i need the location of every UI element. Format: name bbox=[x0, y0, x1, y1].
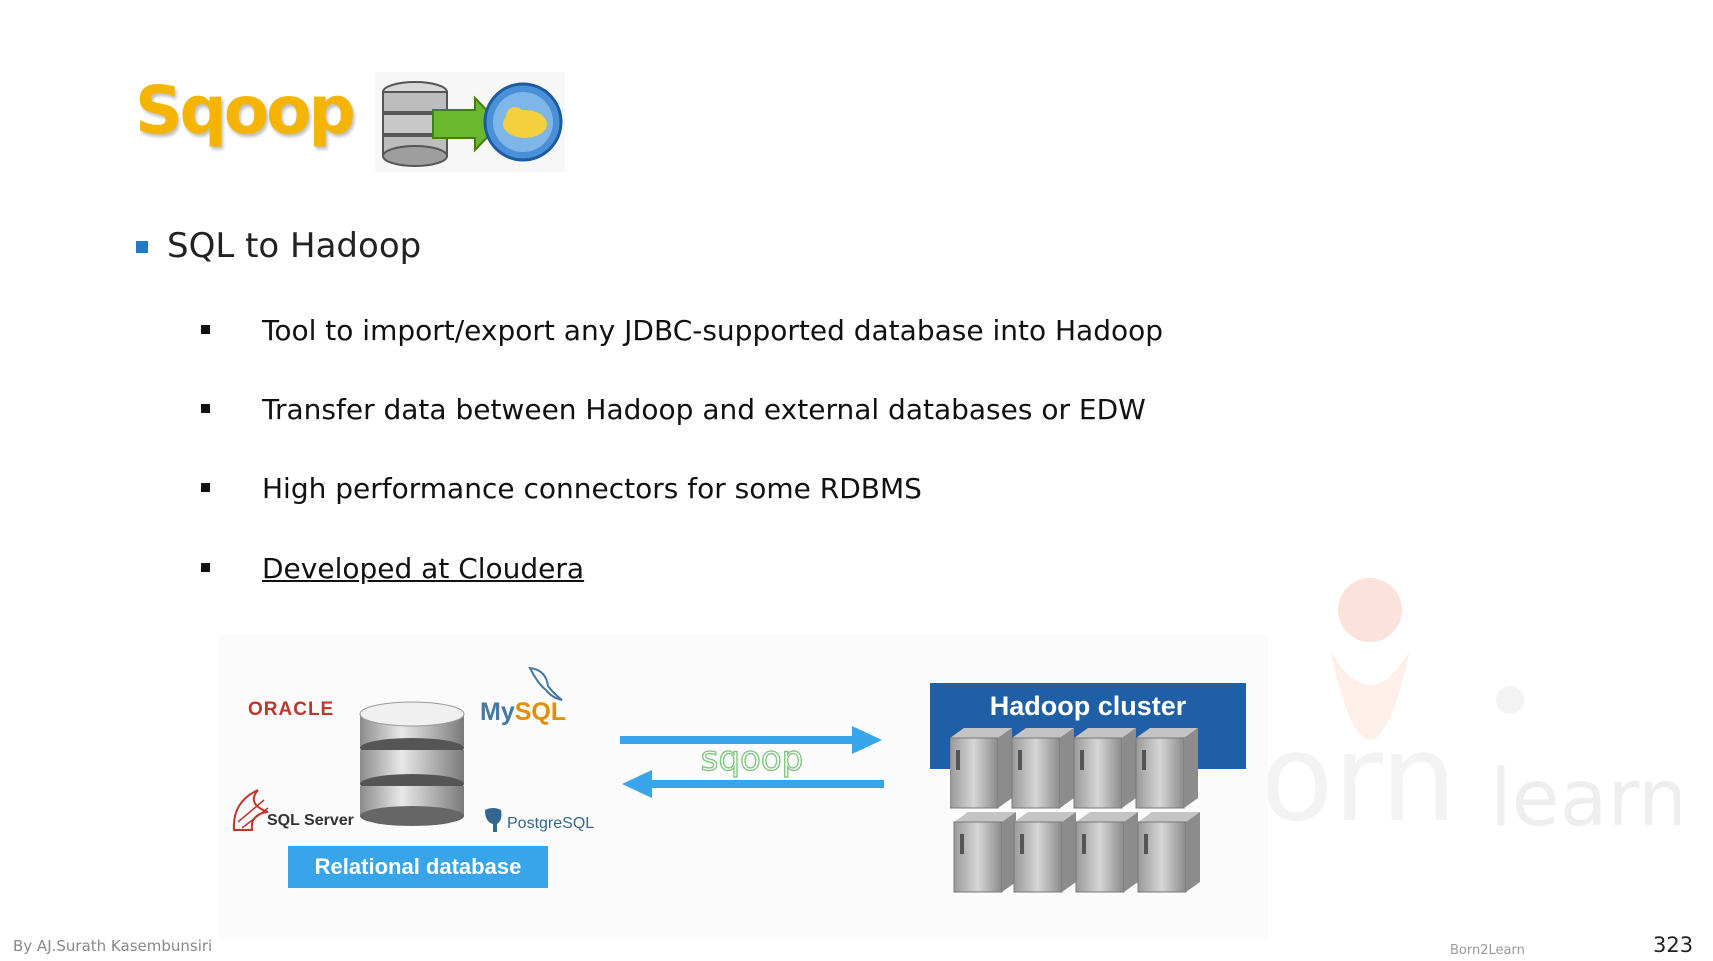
oracle-logo: ORACLE bbox=[248, 699, 335, 720]
database-to-hadoop-icon bbox=[375, 72, 565, 172]
sub-bullet-marker bbox=[201, 325, 210, 334]
mysql-logo-sql: SQL bbox=[514, 698, 567, 726]
postgresql-elephant-icon bbox=[485, 808, 502, 832]
footer-brand: Born2Learn bbox=[1450, 943, 1525, 958]
arrow-left-icon bbox=[622, 770, 652, 798]
watermark-text: learn bbox=[1490, 754, 1680, 844]
page-number: 323 bbox=[1653, 933, 1694, 957]
database-cylinder-icon bbox=[359, 701, 465, 826]
dolphin-icon bbox=[528, 666, 563, 701]
postgresql-logo: PostgreSQL bbox=[507, 815, 595, 832]
sub-bullet-marker bbox=[201, 563, 210, 572]
footer-author: By AJ.Surath Kasembunsiri bbox=[13, 937, 213, 955]
slide-title: Sqoop bbox=[135, 72, 356, 149]
svg-text:orn: orn bbox=[1260, 710, 1457, 849]
sub-bullet-text: High performance connectors for some RDB… bbox=[262, 472, 922, 505]
arrow-right-icon bbox=[852, 726, 882, 754]
mysql-logo-my: My bbox=[480, 698, 515, 726]
main-bullet-marker bbox=[136, 241, 148, 253]
sub-bullet-text: Transfer data between Hadoop and externa… bbox=[262, 393, 1146, 426]
relational-database-label: Relational database bbox=[288, 846, 548, 888]
cloudera-link[interactable]: Developed at Cloudera bbox=[262, 552, 585, 585]
main-bullet-text: SQL to Hadoop bbox=[167, 226, 422, 266]
sqlserver-logo: SQL Server bbox=[267, 812, 354, 829]
sqlserver-icon bbox=[232, 789, 269, 831]
mysql-logo: MySQL bbox=[480, 698, 566, 727]
sqoop-transfer-arrows: sqoop bbox=[620, 726, 884, 798]
sub-bullet-marker bbox=[201, 404, 210, 413]
sqoop-logo-text: sqoop bbox=[701, 739, 803, 779]
sub-bullet-text: Tool to import/export any JDBC-supported… bbox=[262, 314, 1164, 347]
server-cluster-icon bbox=[950, 728, 1201, 893]
born2learn-watermark-logo: orn learn bbox=[1260, 578, 1680, 849]
sub-bullet-marker bbox=[201, 483, 210, 492]
